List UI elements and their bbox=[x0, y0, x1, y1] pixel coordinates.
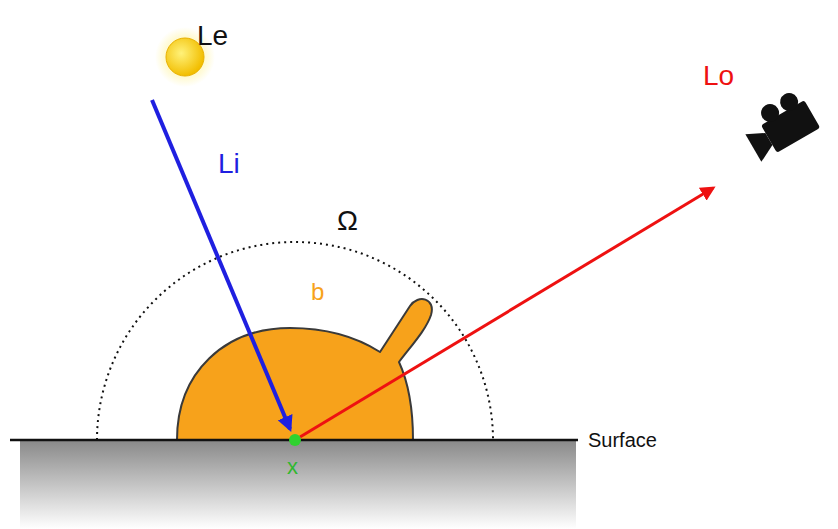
ground-shade bbox=[20, 441, 576, 529]
point-label: x bbox=[287, 456, 298, 478]
incoming-radiance-label: Li bbox=[218, 150, 240, 178]
object-label: b bbox=[311, 280, 324, 304]
object-blob: b bbox=[175, 282, 437, 442]
incoming-ray bbox=[152, 100, 290, 429]
point-marker bbox=[289, 434, 301, 446]
hemisphere-arc bbox=[97, 242, 493, 440]
camera-symbol bbox=[738, 87, 820, 162]
blob-shape bbox=[177, 299, 432, 440]
hemisphere-label: Ω bbox=[337, 207, 358, 235]
emitted-radiance-label: Le bbox=[197, 22, 228, 50]
outgoing-ray bbox=[300, 188, 713, 437]
surface-label: Surface bbox=[588, 430, 657, 450]
blob-outline bbox=[175, 282, 437, 442]
outgoing-radiance-label: Lo bbox=[703, 62, 734, 90]
